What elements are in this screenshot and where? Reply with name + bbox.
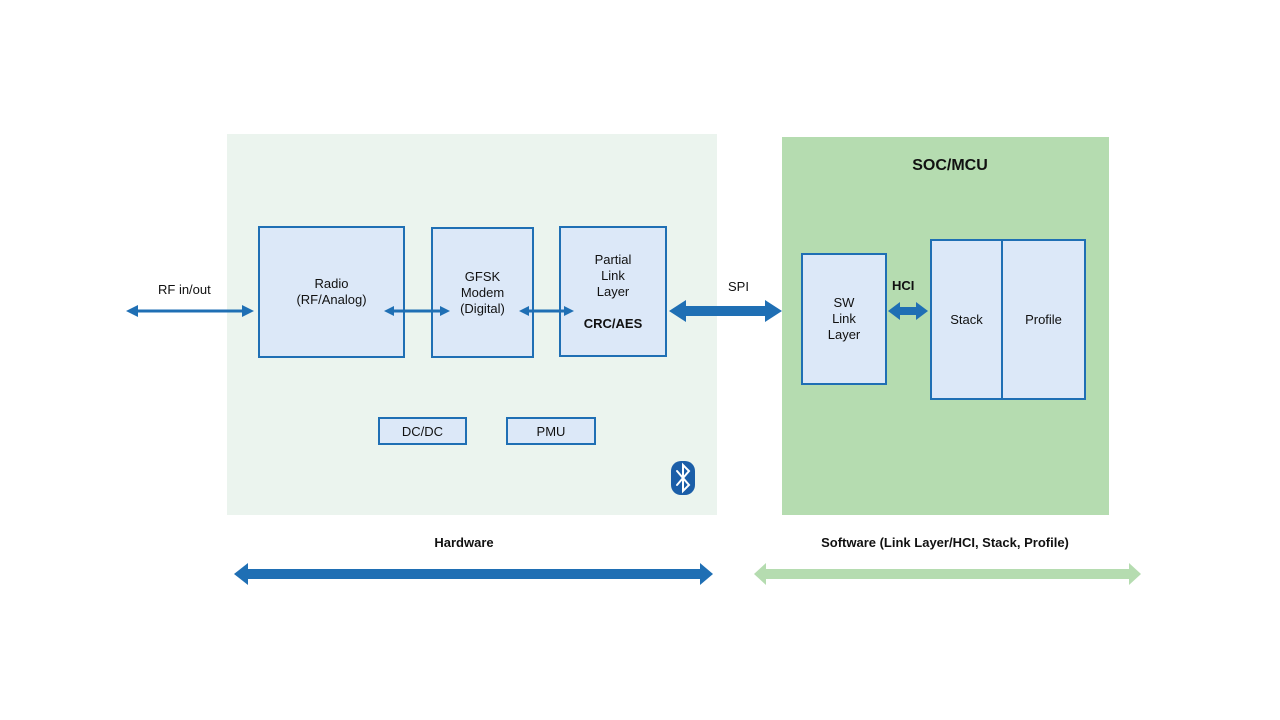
- rf-arrow: [126, 305, 254, 317]
- partial-link-layer-block: Partial Link Layer CRC/AES: [559, 226, 667, 357]
- gfsk-block-line-2: Modem: [460, 284, 505, 300]
- software-label: Software (Link Layer/HCI, Stack, Profile…: [821, 535, 1069, 550]
- hci-arrow: [888, 302, 928, 320]
- partial-link-line-1: Partial: [594, 252, 632, 267]
- hardware-span-arrow: [234, 563, 713, 585]
- sw-link-layer-block: SW Link Layer: [801, 253, 887, 385]
- soc-mcu-title: SOC/MCU: [912, 157, 988, 174]
- bluetooth-icon: [671, 461, 695, 495]
- partial-link-line-3: Layer: [596, 284, 630, 299]
- sw-link-line-2: Link: [832, 311, 856, 326]
- partial-link-line-2: Link: [601, 268, 625, 283]
- spi-label: SPI: [728, 279, 749, 294]
- radio-block-line-1: Radio: [314, 276, 349, 291]
- pmu-block: PMU: [506, 417, 596, 445]
- crc-aes-label: CRC/AES: [583, 316, 643, 331]
- software-span-arrow: [754, 563, 1141, 585]
- hardware-label: Hardware: [434, 535, 494, 550]
- rf-in-out-label: RF in/out: [158, 282, 211, 297]
- gfsk-block-line-1: GFSK: [464, 268, 501, 284]
- spi-arrow: [669, 300, 782, 322]
- gfsk-modem-block: GFSK Modem (Digital): [431, 227, 534, 358]
- sw-link-line-3: Layer: [827, 327, 861, 342]
- radio-gfsk-arrow: [384, 306, 450, 316]
- radio-block: Radio (RF/Analog): [258, 226, 405, 358]
- dcdc-block: DC/DC: [378, 417, 467, 445]
- profile-block: Profile: [1001, 239, 1086, 400]
- gfsk-block-line-3: (Digital): [460, 300, 505, 316]
- hci-label: HCI: [892, 278, 915, 293]
- gfsk-link-arrow: [519, 306, 574, 316]
- radio-block-line-2: (RF/Analog): [296, 292, 367, 307]
- sw-link-line-1: SW: [833, 295, 855, 310]
